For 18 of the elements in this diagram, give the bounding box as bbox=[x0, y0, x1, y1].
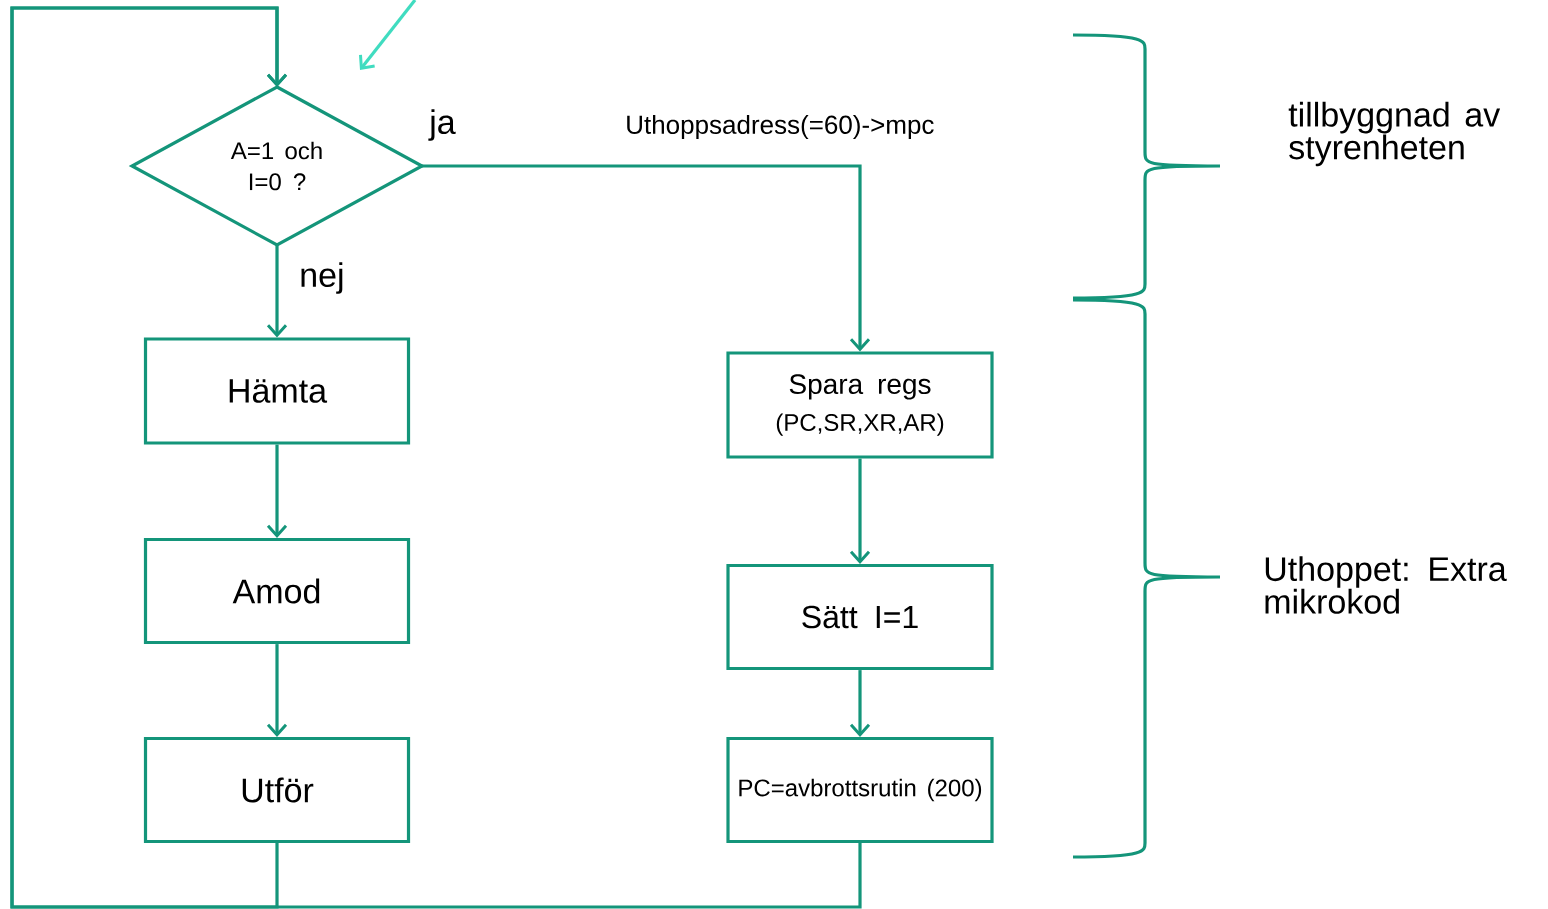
label: Uthoppsadress(=60)->mpc bbox=[627, 114, 934, 140]
process-box: Utför bbox=[143, 736, 411, 844]
arrow bbox=[266, 444, 288, 538]
edge-label: nej bbox=[298, 261, 346, 295]
arrow bbox=[849, 458, 871, 564]
process-box: Sätt I=1 bbox=[726, 563, 994, 671]
edge-label: ja bbox=[428, 108, 457, 142]
label: Uthoppet: Extra mikrokod bbox=[1265, 556, 1507, 614]
arrow bbox=[10, 6, 862, 909]
label: tillbyggnad av styrenheten bbox=[1288, 101, 1501, 167]
arrow bbox=[849, 670, 871, 737]
process-box: Hämta bbox=[143, 337, 411, 445]
process-box: Amod bbox=[143, 537, 411, 645]
arrow bbox=[422, 164, 871, 352]
arrow bbox=[266, 245, 288, 338]
process-box: Spara regs (PC,SR,XR,AR) bbox=[726, 351, 994, 459]
arrow bbox=[266, 644, 288, 737]
process-box: PC=avbrottsrutin (200) bbox=[726, 736, 994, 844]
